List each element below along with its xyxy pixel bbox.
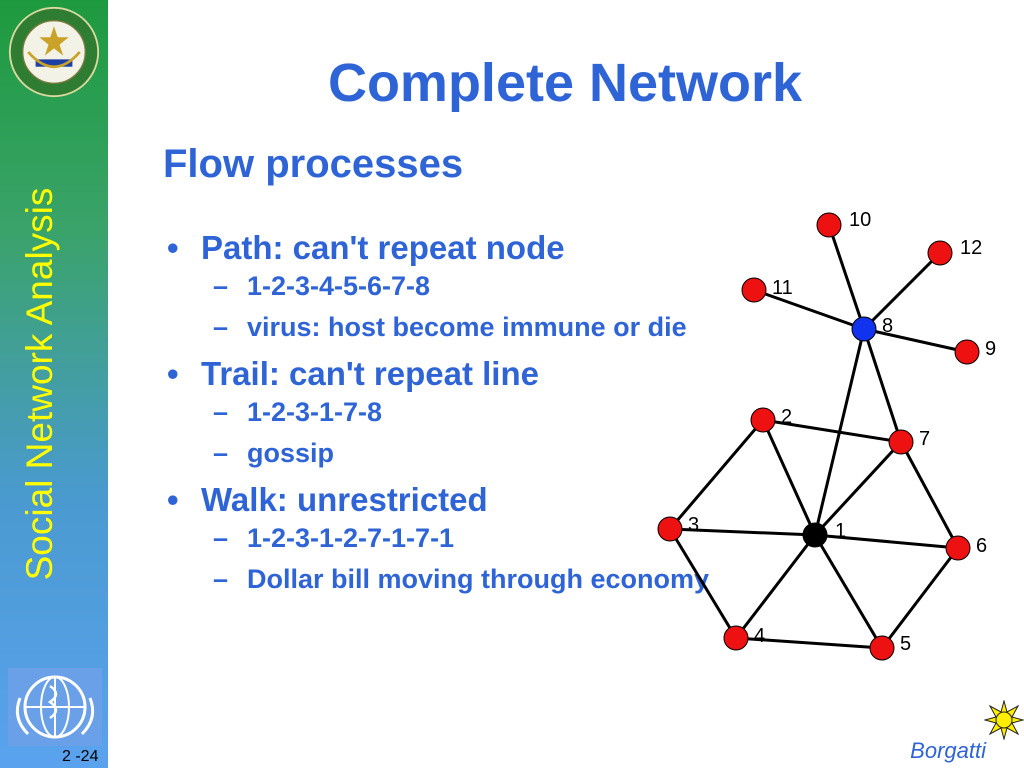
node-label-12: 12 <box>960 237 982 259</box>
sub-list: –1-2-3-1-7-8 –gossip <box>163 396 713 469</box>
edge-7-8 <box>862 328 903 443</box>
sub-bullet-text: gossip <box>247 438 335 468</box>
bullet-text: Walk: unrestricted <box>201 481 488 518</box>
sub-bullet: –Dollar bill moving through economy <box>213 564 710 594</box>
node-label-11: 11 <box>772 277 793 299</box>
bullet-marker: • <box>167 481 179 518</box>
node-3 <box>657 516 683 542</box>
node-9 <box>954 339 980 365</box>
edge-8-11 <box>753 288 865 331</box>
edge-1-6 <box>814 533 959 550</box>
node-1 <box>802 522 828 548</box>
edge-8-12 <box>862 251 942 331</box>
node-label-2: 2 <box>781 406 792 428</box>
edge-1-5 <box>813 534 884 649</box>
bullet-trail: • Trail: can't repeat line <box>163 352 713 396</box>
sub-list: –1-2-3-4-5-6-7-8 –virus: host become imm… <box>163 270 713 343</box>
node-2 <box>750 407 776 433</box>
sun-icon <box>984 700 1024 740</box>
node-11 <box>741 277 767 303</box>
bullet-marker: • <box>167 229 179 266</box>
who-emblem-icon <box>8 668 102 746</box>
bullet-text: Trail: can't repeat line <box>201 355 539 392</box>
edge-4-5 <box>735 636 883 650</box>
edge-1-2 <box>761 419 817 536</box>
edge-2-7 <box>762 418 902 444</box>
bullet-path: • Path: can't repeat node <box>163 226 713 270</box>
node-label-6: 6 <box>976 535 987 557</box>
node-label-10: 10 <box>849 209 871 231</box>
node-10 <box>816 212 842 238</box>
node-6 <box>945 535 971 561</box>
node-7 <box>888 429 914 455</box>
doh-seal-icon <box>8 6 100 98</box>
bullet-list: • Path: can't repeat node –1-2-3-4-5-6-7… <box>163 226 713 604</box>
node-label-7: 7 <box>919 428 930 450</box>
slide-number: 2 -24 <box>62 748 99 766</box>
sub-bullet: –virus: host become immune or die <box>213 312 687 342</box>
sub-bullet-text: 1-2-3-1-7-8 <box>247 397 383 427</box>
sidebar: Social Network Analysis 2 -24 <box>0 0 108 768</box>
slide-title: Complete Network <box>327 53 803 113</box>
edge-1-3 <box>669 527 816 537</box>
node-4 <box>723 625 749 651</box>
bullet-walk: • Walk: unrestricted <box>163 478 713 522</box>
side-title: Social Network Analysis <box>19 187 60 581</box>
sub-bullet-text: virus: host become immune or die <box>247 312 687 342</box>
node-label-8: 8 <box>882 315 893 337</box>
edge-2-3 <box>668 419 765 530</box>
edge-8-9 <box>863 327 968 354</box>
bullet-text: Path: can't repeat node <box>201 229 565 266</box>
node-label-5: 5 <box>900 633 911 655</box>
node-label-3: 3 <box>688 514 699 536</box>
node-label-4: 4 <box>754 625 765 647</box>
sub-bullet-text: 1-2-3-4-5-6-7-8 <box>247 271 431 301</box>
sub-list: –1-2-3-1-2-7-1-7-1 –Dollar bill moving t… <box>163 522 713 595</box>
edge-1-7 <box>813 440 903 537</box>
edge-6-7 <box>899 441 960 549</box>
bullet-marker: • <box>167 355 179 392</box>
sub-bullet-text: Dollar bill moving through economy <box>247 564 710 594</box>
node-8 <box>851 316 877 342</box>
author: Borgatti <box>910 738 986 763</box>
sub-bullet: –1-2-3-1-7-8 <box>213 397 383 427</box>
node-5 <box>869 635 895 661</box>
node-12 <box>927 240 953 266</box>
sub-bullet-text: 1-2-3-1-2-7-1-7-1 <box>247 523 455 553</box>
slide-subtitle: Flow processes <box>163 142 464 186</box>
edge-3-4 <box>668 528 738 639</box>
edge-1-4 <box>734 534 817 639</box>
node-label-9: 9 <box>985 338 996 360</box>
edge-5-6 <box>880 547 960 649</box>
sub-bullet: –1-2-3-1-2-7-1-7-1 <box>213 523 455 553</box>
node-label-1: 1 <box>835 520 846 542</box>
sub-bullet: –1-2-3-4-5-6-7-8 <box>213 271 431 301</box>
edge-8-10 <box>827 224 866 330</box>
sub-bullet: –gossip <box>213 438 335 468</box>
